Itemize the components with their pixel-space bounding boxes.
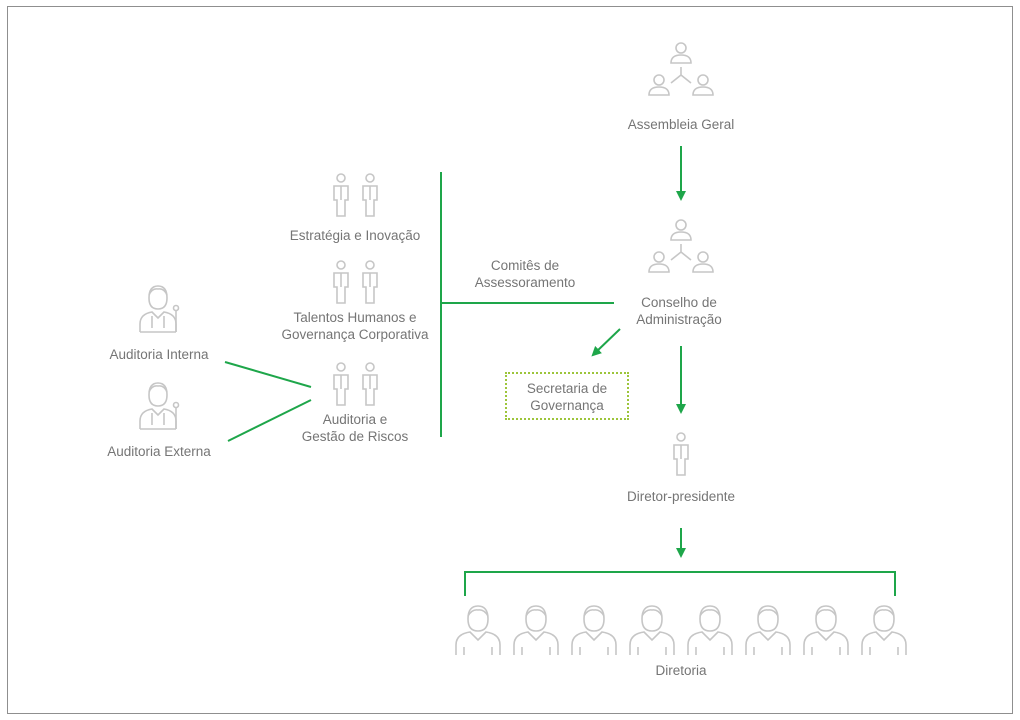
assembleia-group-icon	[648, 42, 714, 96]
diretoria-bust-icon	[803, 605, 849, 656]
conselho-administracao-label: Conselho de Administração	[636, 295, 722, 327]
diretor-presidente-label: Diretor-presidente	[626, 489, 736, 504]
arrow-conselho-to-secretaria	[591, 328, 621, 357]
comite-estrategia-label: Estratégia e Inovação	[289, 228, 421, 243]
diretoria-bust-icon	[455, 605, 501, 656]
diretoria-bracket	[464, 571, 896, 596]
comite-talentos-label: Talentos Humanos e Governança Corporativ…	[281, 310, 429, 342]
diretor-person-icon	[673, 432, 689, 476]
talentos-person-icon-left	[333, 260, 349, 304]
connectors	[224, 146, 896, 596]
diretoria-bust-icon	[513, 605, 559, 656]
interna-to-auditoria-line	[224, 361, 312, 388]
comite-auditoria-label: Auditoria e Gestão de Riscos	[301, 412, 409, 444]
conselho-group-icon	[648, 219, 714, 273]
diretoria-label: Diretoria	[655, 663, 707, 678]
estrategia-person-icon-right	[362, 173, 378, 217]
auditoria-person-icon-left	[333, 362, 349, 406]
talentos-person-icon-right	[362, 260, 378, 304]
assembleia-geral-label: Assembleia Geral	[627, 117, 735, 132]
auditoria-person-icon-right	[362, 362, 378, 406]
externa-to-auditoria-line	[227, 399, 312, 442]
diretoria-people-icons	[455, 605, 907, 656]
secretaria-box	[505, 372, 629, 420]
auditoria-externa-label: Auditoria Externa	[107, 444, 211, 459]
diretoria-bust-icon	[629, 605, 675, 656]
diretoria-bust-icon	[861, 605, 907, 656]
diretoria-bust-icon	[687, 605, 733, 656]
secretaria-governanca-label: Secretaria de Governança	[526, 381, 608, 413]
diretoria-bust-icon	[571, 605, 617, 656]
diretoria-bust-icon	[745, 605, 791, 656]
estrategia-person-icon-left	[333, 173, 349, 217]
auditoria-interna-label: Auditoria Interna	[109, 347, 209, 362]
auditoria-interna-speaker-icon	[139, 285, 180, 333]
auditoria-externa-speaker-icon	[139, 382, 180, 430]
diagram-frame	[7, 6, 1013, 714]
comites-label: Comitês de Assessoramento	[474, 258, 576, 290]
